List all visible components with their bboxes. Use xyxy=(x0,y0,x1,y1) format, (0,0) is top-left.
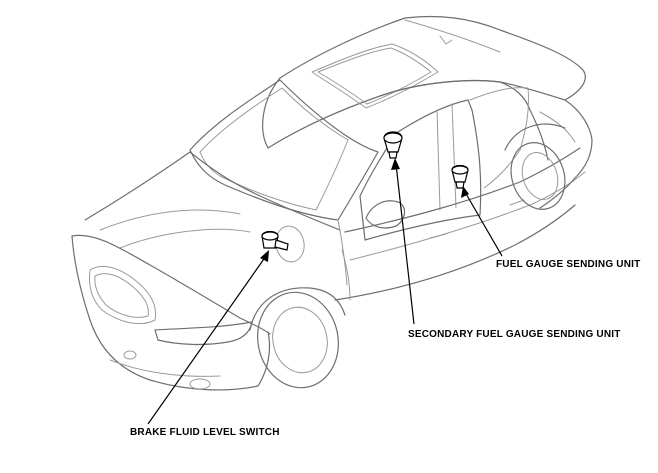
brake-fluid-level-switch-marker xyxy=(261,230,289,251)
fuel-gauge-sending-unit-label: FUEL GAUGE SENDING UNIT xyxy=(496,259,641,270)
fuel-gauge-sending-unit-marker xyxy=(451,164,469,189)
car-illustration xyxy=(71,15,593,391)
secondary-fuel-gauge-sending-unit-label: SECONDARY FUEL GAUGE SENDING UNIT xyxy=(408,329,621,340)
brake-fluid-leader xyxy=(147,250,269,425)
secondary-fuel-gauge-sending-unit-marker xyxy=(383,131,403,159)
secondary-fuel-gauge-leader xyxy=(391,158,415,325)
fuel-gauge-leader xyxy=(461,186,503,257)
brake-fluid-level-switch-label: BRAKE FLUID LEVEL SWITCH xyxy=(130,427,280,438)
